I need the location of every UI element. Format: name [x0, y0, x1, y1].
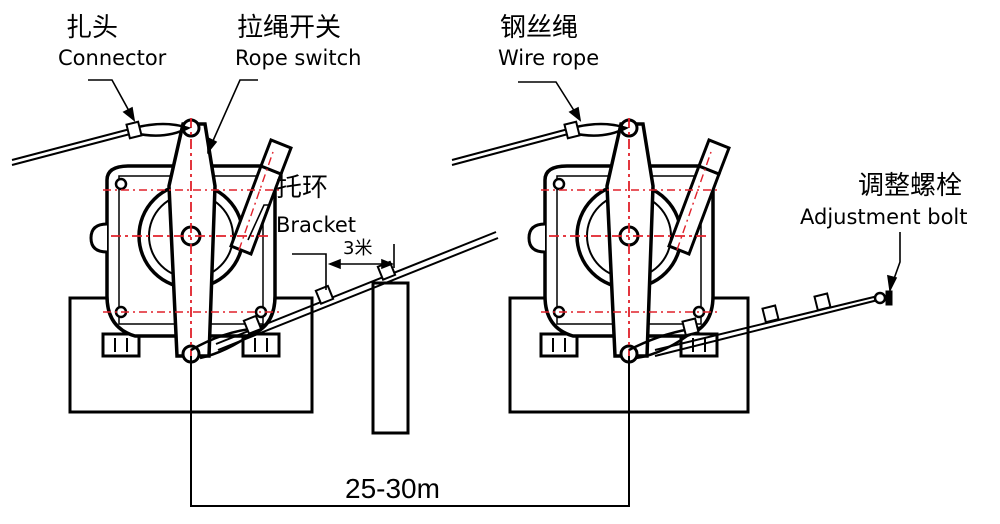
left-upper-wire-rope [11, 120, 192, 166]
connector-label-en: Connector [58, 46, 167, 70]
right-upper-wire-rope [451, 120, 630, 166]
span-dimension-line [190, 356, 630, 507]
wire-rope-label-cn: 钢丝绳 [500, 13, 578, 43]
adjustment-bolt-label-cn: 调整螺栓 [858, 171, 962, 201]
bracket-label-cn: 托环 [276, 173, 328, 203]
bracket-post [371, 281, 410, 435]
leader-lines [88, 79, 901, 293]
left-lower-wire-rope [190, 231, 499, 360]
connector-label-cn: 扎头 [66, 13, 118, 43]
wire-rope-label-en: Wire rope [498, 46, 599, 70]
bracket-gap-label: 3米 [343, 238, 372, 259]
adjustment-bolt-label-en: Adjustment bolt [800, 205, 968, 229]
right-rope-switch [527, 116, 731, 364]
bracket-gap-dimension [292, 244, 395, 290]
rope-switch-label-en: Rope switch [235, 46, 361, 70]
bracket-label-en: Bracket [276, 213, 356, 237]
right-lower-wire-rope [628, 290, 893, 360]
rope-switch-label-cn: 拉绳开关 [237, 13, 341, 43]
span-length-label: 25-30m [345, 473, 440, 504]
